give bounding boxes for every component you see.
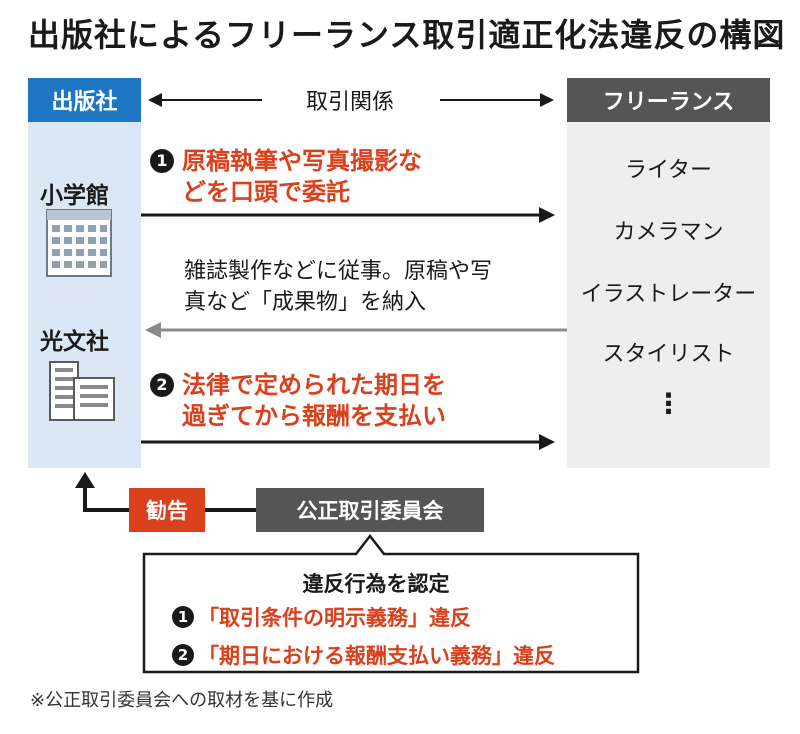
- finding-title: 違反行為を認定: [302, 572, 450, 596]
- ftc-box: 公正取引委員会: [256, 488, 484, 532]
- step-2-text: 2 法律で定められた期日を 過ぎてから報酬を支払い: [150, 370, 560, 432]
- step-1-number: 1: [150, 149, 174, 173]
- finding-1-text: 「取引条件の明示義務」違反: [198, 606, 471, 630]
- commission-arrow: [141, 207, 555, 223]
- delivery-arrow: [145, 322, 567, 338]
- role-illustrator: イラストレーター: [580, 282, 757, 307]
- freelance-header: フリーランス: [567, 78, 770, 122]
- payment-arrow: [141, 434, 555, 450]
- step-1-line1: 原稿執筆や写真撮影な: [182, 147, 422, 175]
- step-2-number: 2: [150, 373, 174, 397]
- publisher-kobunsha: 光文社: [40, 329, 109, 355]
- step-1-text: 1 原稿執筆や写真撮影な どを口頭で委託: [150, 146, 560, 208]
- publisher-header: 出版社: [28, 78, 141, 122]
- finding-callout-box: [142, 533, 640, 674]
- role-stylist: スタイリスト: [602, 342, 735, 367]
- diagram-title: 出版社によるフリーランス取引適正化法違反の構図: [28, 16, 786, 54]
- step-1-line2: どを口頭で委託: [182, 178, 350, 206]
- office-building-icon: [49, 361, 115, 421]
- finding-2-number: 2: [172, 644, 194, 666]
- finding-1-number: 1: [172, 606, 194, 628]
- freelance-column: [567, 78, 770, 468]
- step-2-line1: 法律で定められた期日を: [182, 371, 446, 399]
- finding-2-text: 「期日における報酬支払い義務」違反: [198, 644, 555, 668]
- finding-item-2: 2「期日における報酬支払い義務」違反: [172, 640, 555, 670]
- finding-item-1: 1「取引条件の明示義務」違反: [172, 602, 471, 632]
- footnote: ※公正取引委員会への取材を基に作成: [30, 690, 334, 711]
- office-building-icon: [46, 209, 112, 277]
- delivery-line2: 真など「成果物」を納入: [184, 290, 427, 315]
- relation-double-arrow: [148, 93, 554, 107]
- advice-label: 勧告: [129, 488, 205, 532]
- step-2-line2: 過ぎてから報酬を支払い: [182, 402, 446, 430]
- relation-label: 取引関係: [305, 90, 394, 115]
- role-writer: ライター: [624, 158, 713, 183]
- role-cameraman: カメラマン: [613, 220, 724, 245]
- delivery-text: 雑誌製作などに従事。原稿や写 真など「成果物」を納入: [184, 256, 564, 318]
- delivery-line1: 雑誌製作などに従事。原稿や写: [184, 259, 493, 284]
- role-more: ⋮: [654, 387, 683, 420]
- publisher-shogakukan: 小学館: [40, 183, 109, 209]
